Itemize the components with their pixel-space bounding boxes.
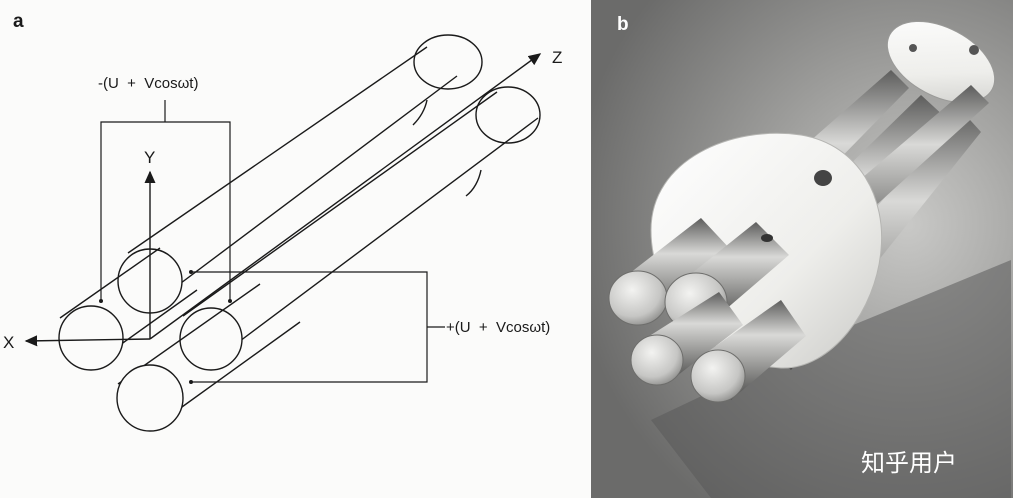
voltage-label-top: -(U + Vcosωt): [98, 75, 198, 92]
back-collar: [886, 20, 996, 104]
rod-left: [58, 247, 198, 371]
panel-b-photo: b 知乎用户: [591, 0, 1013, 498]
watermark-text: 知乎用户: [861, 449, 957, 477]
quadrupole-diagram: a -(U + Vcosωt) +(U + Vcosωt) Y X Z: [3, 11, 562, 432]
z-axis-label: Z: [552, 48, 562, 67]
rod-bottom: [116, 283, 301, 432]
z-axis-arrow: [149, 53, 542, 340]
rod-right: [179, 86, 541, 371]
panel-letter-a: a: [13, 11, 24, 32]
panel-a-schematic: a -(U + Vcosωt) +(U + Vcosωt) Y X Z: [3, 11, 563, 432]
wiring: [100, 100, 445, 383]
panel-letter-b: b: [617, 14, 629, 35]
cast-shadow: [651, 260, 1011, 498]
quadrupole-photo: b 知乎用户: [608, 14, 1011, 498]
rod-stub-lower-right: [690, 300, 806, 403]
x-axis-arrow: [24, 335, 151, 347]
rod-stub-lower-left: [630, 292, 743, 386]
x-axis-label: X: [3, 333, 14, 352]
y-axis-label: Y: [144, 148, 155, 167]
voltage-label-right: +(U + Vcosωt): [446, 319, 550, 336]
